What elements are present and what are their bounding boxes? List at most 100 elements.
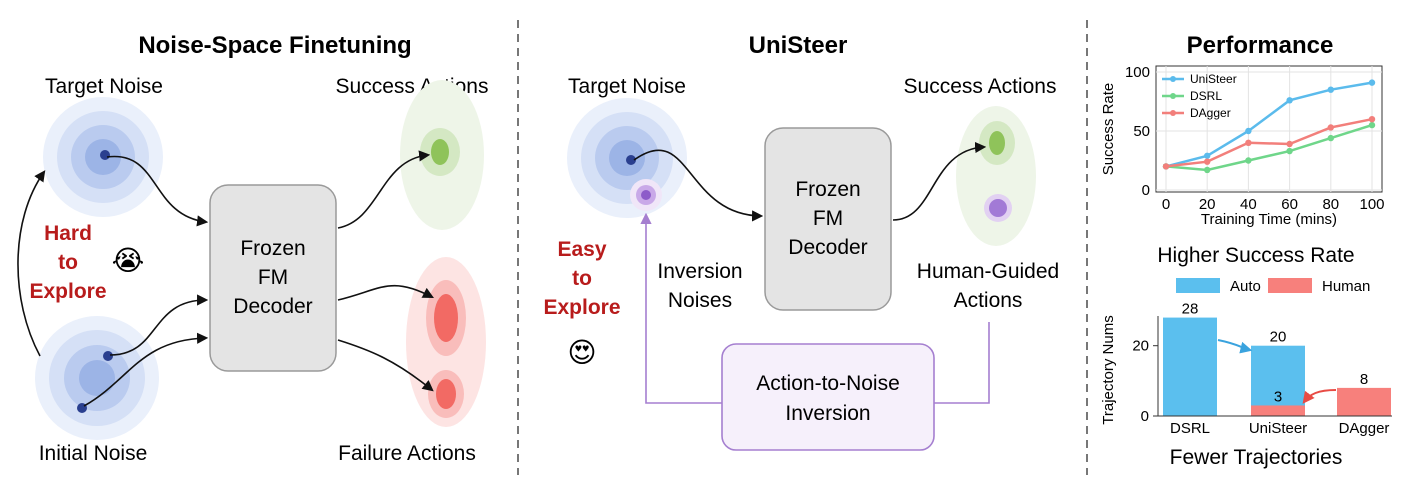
middle-explore-text-line2: to [572,267,592,290]
arrow-decoder-to-success [337,150,431,229]
line-point-unisteer [1368,79,1376,86]
line-legend-label: UniSteer [1190,72,1237,86]
arrow-dsrl-to-unisteer [1217,339,1253,354]
line-series-dagger [1165,117,1373,168]
line-point-dagger [1286,140,1293,148]
line-legend-label: DSRL [1190,89,1222,103]
middle-decoder-label-line1: Frozen [795,178,860,201]
middle-target-noise-label: Target Noise [568,75,686,98]
left-decoder-box [209,184,337,372]
line-point-dsrl [1368,121,1376,129]
inversion-noises-label-line2: Noises [668,289,732,312]
left-target-noise-distribution [43,97,163,217]
arrow-initial1-to-decoder [109,294,209,356]
bar-data-label: 28 [1182,301,1199,318]
line-series-unisteer [1165,81,1373,168]
middle-panel: UniSteer Target Noise Success Actions Fr… [543,32,1059,451]
middle-decoder-label-line3: Decoder [788,236,867,259]
left-explore-text-line3: Explore [29,280,106,303]
bar-chart-x-tick: UniSteer [1249,420,1307,437]
middle-decoder-label-line2: FM [813,207,843,230]
left-panel-title: Noise-Space Finetuning [138,32,411,59]
left-decoder-label-line3: Decoder [233,295,312,318]
line-point-dsrl [1286,147,1293,155]
line-point-dagger [1245,139,1252,146]
left-initial-noise-label: Initial Noise [39,442,148,465]
caption-higher-success-rate: Higher Success Rate [1157,244,1354,267]
left-decoder-label-line2: FM [258,266,288,289]
line-point-unisteer [1327,86,1335,93]
bar-human-unisteer [1251,405,1305,416]
line-chart-y-tick: 50 [1133,123,1150,140]
bar-legend-swatch [1176,278,1220,293]
bar-legend-label: Auto [1230,278,1261,295]
line-chart-y-tick: 0 [1142,182,1150,199]
middle-explore-text-line1: Easy [557,238,606,261]
arrow-initial-to-target [17,170,46,357]
inversion-box-label-line2: Inversion [785,402,870,425]
left-failure-actions-label: Failure Actions [338,442,476,465]
middle-target-noise-distribution [567,98,687,218]
arrow-middle-target-to-decoder [633,149,764,222]
line-legend-marker [1170,110,1176,116]
line-series-dsrl [1165,123,1373,172]
middle-decoder-box [764,127,892,311]
line-point-dagger [1204,158,1211,165]
bar-auto-dsrl [1163,317,1217,416]
bar-data-label: 20 [1270,329,1287,346]
middle-panel-title: UniSteer [749,32,848,59]
left-initial-noise-distribution [35,316,159,440]
inversion-box [721,343,935,451]
bar-legend-label: Human [1322,278,1370,295]
arrow-middle-decoder-to-success [892,141,987,221]
bar-chart-x-tick: DAgger [1339,420,1390,437]
line-chart-x-tick: 60 [1281,196,1298,213]
inversion-box-label-line1: Action-to-Noise [756,372,900,395]
bar-chart-ylabel: Trajectory Nums [1100,315,1117,424]
left-panel: Noise-Space Finetuning Target Noise Succ… [17,32,488,465]
arrow-inversion-to-noise [640,212,722,404]
arrow-human-to-inversion [934,322,990,404]
human-guided-actions-label-line2: Actions [954,289,1023,312]
line-point-dsrl [1245,157,1252,164]
line-chart-ylabel: Success Rate [1100,83,1117,176]
line-point-unisteer [1286,97,1293,104]
line-point-dagger [1368,116,1376,123]
left-target-noise-label: Target Noise [45,75,163,98]
arrow-target-to-decoder [106,155,209,227]
bar-data-label: 8 [1360,371,1368,388]
left-success-distribution [400,80,484,230]
line-chart-x-tick: 80 [1322,196,1339,213]
line-chart-x-tick: 0 [1162,196,1170,213]
arrow-dagger-to-unisteer [1302,389,1337,404]
middle-explore-text-line3: Explore [543,296,620,319]
bar-human-dagger [1337,387,1391,416]
heart-eyes-face-icon: 😍 [567,337,596,368]
left-failure-distribution [406,257,486,427]
right-panel-title: Performance [1187,32,1334,59]
line-legend-marker [1170,93,1176,99]
left-explore-text-line2: to [58,251,78,274]
bar-data-label: 3 [1274,388,1282,405]
left-explore-text-line1: Hard [44,222,92,245]
line-point-dagger [1162,163,1170,170]
line-chart-y-tick: 100 [1125,64,1150,81]
line-legend-marker [1170,76,1176,82]
line-point-unisteer [1245,127,1252,135]
caption-fewer-trajectories: Fewer Trajectories [1170,446,1343,469]
arrow-decoder-to-failure2 [337,339,434,392]
bar-legend-swatch [1268,278,1312,293]
line-chart-x-tick: 20 [1199,196,1216,213]
bar-chart-x-tick: DSRL [1170,420,1210,437]
crying-face-icon: 😭 [112,245,145,276]
human-guided-actions-label-line1: Human-Guided [917,260,1059,283]
line-point-dsrl [1204,166,1211,174]
line-point-unisteer [1204,152,1211,159]
line-chart-xlabel: Training Time (mins) [1201,211,1337,228]
arrow-initial2-to-decoder [83,332,209,407]
line-chart-x-tick: 40 [1240,196,1257,213]
